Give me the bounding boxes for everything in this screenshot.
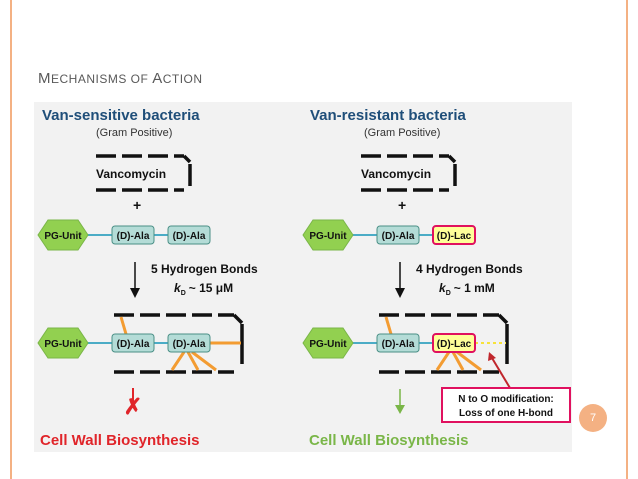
right-complex-residue-2-box: [432, 333, 476, 353]
left-kd-text: kD~ 15 μM: [174, 281, 233, 297]
right-reaction-arrowhead: [395, 288, 405, 298]
right-residue-1-label: (D)-Ala: [382, 231, 415, 242]
left-reaction-arrowhead: [130, 288, 140, 298]
frame-left-line: [10, 0, 12, 479]
left-residue-2-box: [167, 225, 211, 245]
left-outcome-label: Cell Wall Biosynthesis: [40, 432, 200, 449]
left-kd-symbol: k: [174, 281, 182, 295]
right-outcome-arrowhead: [395, 405, 405, 414]
right-vancomycin-molecule: [361, 154, 457, 192]
right-bonds-text: 4 Hydrogen Bonds: [416, 262, 523, 276]
left-kd-value: ~ 15 μM: [189, 281, 233, 295]
left-subheading: (Gram Positive): [96, 127, 172, 139]
left-bonds-text: 5 Hydrogen Bonds: [151, 262, 258, 276]
right-complex-residue-1-box: [376, 333, 420, 353]
left-complex-vancomycin: [114, 313, 244, 374]
title-cap-m: M: [38, 70, 51, 87]
left-residue-1-label: (D)-Ala: [117, 231, 150, 242]
left-pg-unit-hexagon: [37, 219, 89, 251]
right-complex-pg-unit-label: PG-Unit: [309, 339, 347, 350]
left-vancomycin-label: Vancomycin: [96, 167, 166, 181]
title-rest-2: CTION: [162, 72, 203, 86]
callout-box: [441, 387, 571, 423]
left-complex-pg-unit-label: PG-Unit: [44, 339, 82, 350]
left-blocked-x-icon: ✗: [124, 394, 142, 419]
right-kd-value: ~ 1 mM: [454, 281, 495, 295]
left-complex-pg-unit-hexagon: [37, 327, 89, 359]
page-number-badge: 7: [579, 404, 607, 432]
left-panel: Van-sensitive bacteria (Gram Positive) V…: [37, 107, 258, 449]
left-vancomycin-molecule: [96, 154, 192, 192]
right-heading: Van-resistant bacteria: [310, 107, 467, 124]
mechanism-diagram: Van-sensitive bacteria (Gram Positive) V…: [34, 102, 572, 452]
left-complex-residue-2-box: [167, 333, 211, 353]
right-complex-vancomycin: [379, 313, 509, 374]
left-plus: +: [133, 197, 141, 213]
right-kd-text: kD~ 1 mM: [439, 281, 495, 297]
left-complex-residue-2-label: (D)-Ala: [173, 339, 206, 350]
title-cap-a: A: [152, 70, 163, 87]
right-complex-residue-1-label: (D)-Ala: [382, 339, 415, 350]
left-heading: Van-sensitive bacteria: [42, 107, 200, 124]
right-subheading: (Gram Positive): [364, 127, 440, 139]
callout-pointer-arrowhead: [488, 352, 496, 361]
left-pg-unit-label: PG-Unit: [44, 231, 82, 242]
left-kd-sub: D: [181, 290, 186, 297]
frame-right-line: [626, 0, 628, 479]
right-plus: +: [398, 197, 406, 213]
right-outcome-label: Cell Wall Biosynthesis: [309, 432, 469, 449]
right-vancomycin-label: Vancomycin: [361, 167, 431, 181]
right-residue-1-box: [376, 225, 420, 245]
left-complex-residue-1-box: [111, 333, 155, 353]
right-panel: Van-resistant bacteria (Gram Positive) V…: [302, 107, 571, 449]
right-residue-2-box: [432, 225, 476, 245]
right-kd-sub: D: [446, 290, 451, 297]
callout-line-1: N to O modification:: [458, 394, 554, 405]
left-complex-residue-1-label: (D)-Ala: [117, 339, 150, 350]
callout-line-2: Loss of one H-bond: [459, 408, 553, 419]
right-kd-symbol: k: [439, 281, 447, 295]
right-hydrogen-bonds: [384, 316, 482, 372]
right-pg-unit-hexagon: [302, 219, 354, 251]
right-complex-pg-unit-hexagon: [302, 327, 354, 359]
right-pg-unit-label: PG-Unit: [309, 231, 347, 242]
right-residue-2-label: (D)-Lac: [437, 231, 472, 242]
right-complex-residue-2-label: (D)-Lac: [437, 339, 472, 350]
left-hydrogen-bonds: [119, 316, 241, 372]
slide-title: MECHANISMS OF ACTION: [38, 70, 203, 87]
callout-pointer-line: [491, 357, 511, 389]
title-rest-1: ECHANISMS OF: [51, 72, 153, 86]
left-residue-2-label: (D)-Ala: [173, 231, 206, 242]
left-residue-1-box: [111, 225, 155, 245]
